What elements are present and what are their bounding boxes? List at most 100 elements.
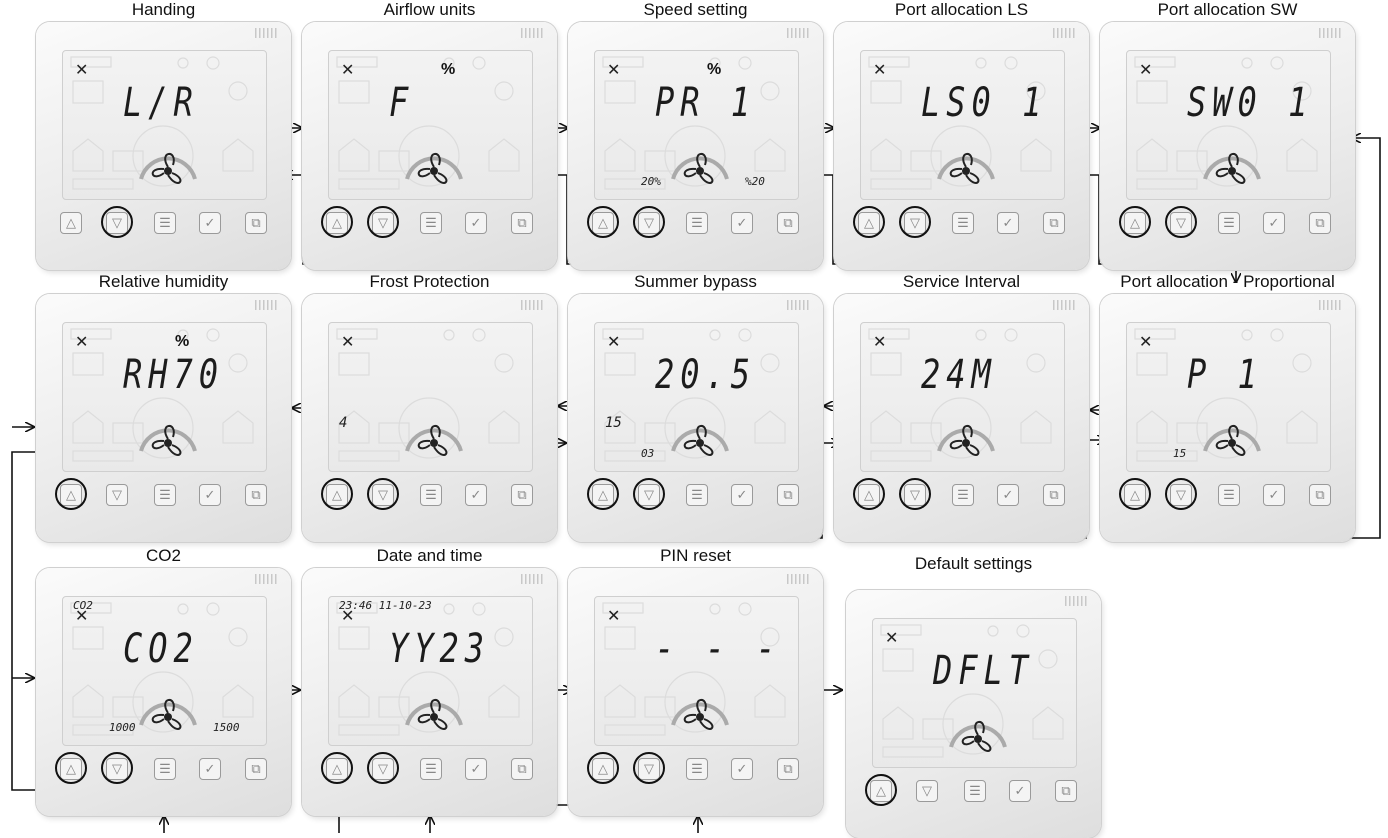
fan-button[interactable]: ⧉ (777, 484, 799, 506)
fan-icon (1203, 425, 1261, 456)
lcd-ghost-segments (70, 56, 254, 190)
main-readout: F (389, 78, 415, 126)
up-button[interactable]: △ (60, 212, 82, 234)
ok-button[interactable]: ✓ (465, 758, 487, 780)
fan-button[interactable]: ⧉ (1043, 484, 1065, 506)
menu-button[interactable]: ☰ (952, 484, 974, 506)
ok-button[interactable]: ✓ (1263, 212, 1285, 234)
menu-button[interactable]: ☰ (154, 484, 176, 506)
tools-icon: ✕ (341, 608, 355, 625)
button-row: △▽☰✓⧉ (568, 750, 823, 790)
fan-button[interactable]: ⧉ (245, 212, 267, 234)
ok-button[interactable]: ✓ (731, 484, 753, 506)
fan-button[interactable]: ⧉ (1055, 780, 1077, 802)
fan-button[interactable]: ⧉ (1309, 484, 1331, 506)
ok-button[interactable]: ✓ (997, 212, 1019, 234)
menu-button[interactable]: ☰ (964, 780, 986, 802)
menu-button[interactable]: ☰ (420, 484, 442, 506)
main-readout: P 1 (1187, 350, 1263, 398)
menu-button[interactable]: ☰ (686, 212, 708, 234)
vent-stripes (1053, 300, 1075, 310)
menu-button[interactable]: ☰ (1218, 484, 1240, 506)
fan-icon (139, 425, 197, 456)
controller-panel: ✕ SW0 1 △▽☰✓⧉ (1100, 22, 1355, 270)
highlight-ring (1165, 206, 1197, 238)
main-readout: SW0 1 (1187, 78, 1314, 126)
fan-button[interactable]: ⧉ (1043, 212, 1065, 234)
fan-button[interactable]: ⧉ (511, 758, 533, 780)
tools-icon: ✕ (75, 608, 89, 625)
ok-button[interactable]: ✓ (465, 212, 487, 234)
lcd-ghost-segments (336, 602, 520, 736)
main-readout: - - - - (655, 624, 798, 672)
ok-button[interactable]: ✓ (1263, 484, 1285, 506)
menu-button[interactable]: ☰ (420, 758, 442, 780)
side-value: 4 (339, 415, 348, 431)
fan-button[interactable]: ⧉ (511, 212, 533, 234)
screen-title: Default settings (914, 554, 1033, 573)
lcd-ghost-segments (602, 56, 786, 190)
screen-title: Speed setting (643, 0, 748, 19)
fan-icon (139, 699, 197, 730)
main-readout: RH70 (123, 350, 225, 398)
lcd-display: ✕ LS0 1 (860, 50, 1065, 200)
controller-panel: ✕ 24M △▽☰✓⧉ (834, 294, 1089, 542)
highlight-ring (587, 478, 619, 510)
fan-icon (937, 425, 995, 456)
ok-button[interactable]: ✓ (465, 484, 487, 506)
vent-stripes (1319, 28, 1341, 38)
ok-button[interactable]: ✓ (997, 484, 1019, 506)
fan-icon (405, 153, 463, 184)
main-readout: YY23 (389, 624, 491, 672)
lcd-ghost-segments (336, 328, 520, 462)
menu-button[interactable]: ☰ (686, 758, 708, 780)
menu-button[interactable]: ☰ (952, 212, 974, 234)
lcd-display: ✕ SW0 1 (1126, 50, 1331, 200)
ok-button[interactable]: ✓ (199, 758, 221, 780)
controller-panel: ✕ P 1 15 △▽☰✓⧉ (1100, 294, 1355, 542)
menu-button[interactable]: ☰ (154, 212, 176, 234)
fan-button[interactable]: ⧉ (777, 758, 799, 780)
ok-button[interactable]: ✓ (731, 758, 753, 780)
lcd-display: ✕ - - - - (594, 596, 799, 746)
ok-button[interactable]: ✓ (199, 212, 221, 234)
vent-stripes (255, 300, 277, 310)
vent-stripes (787, 574, 809, 584)
fan-button[interactable]: ⧉ (245, 484, 267, 506)
status-text: 23:46 11-10-23 (339, 599, 432, 612)
lcd-ghost-segments (70, 328, 254, 462)
menu-button[interactable]: ☰ (420, 212, 442, 234)
screen-title: Port allocation SW (1157, 0, 1298, 19)
fan-button[interactable]: ⧉ (777, 212, 799, 234)
menu-button[interactable]: ☰ (1218, 212, 1240, 234)
highlight-ring (55, 478, 87, 510)
down-button[interactable]: ▽ (916, 780, 938, 802)
menu-button[interactable]: ☰ (686, 484, 708, 506)
screen-title: Relative humidity (98, 272, 229, 291)
controller-panel: ✕ CO2 1000 1500 CO2 △▽☰✓⧉ (36, 568, 291, 816)
button-row: △▽☰✓⧉ (36, 204, 291, 244)
ok-button[interactable]: ✓ (199, 484, 221, 506)
highlight-ring (367, 478, 399, 510)
button-row: △▽☰✓⧉ (302, 750, 557, 790)
highlight-ring (865, 774, 897, 806)
tools-icon: ✕ (873, 62, 887, 79)
menu-button[interactable]: ☰ (154, 758, 176, 780)
fan-icon (671, 425, 729, 456)
fan-button[interactable]: ⧉ (511, 484, 533, 506)
lcd-display: ✕ YY23 23:46 11-10-23 (328, 596, 533, 746)
controller-panel: ✕ PR 1 % 20% %20 △▽☰✓⧉ (568, 22, 823, 270)
highlight-ring (633, 752, 665, 784)
ok-button[interactable]: ✓ (731, 212, 753, 234)
lcd-ghost-segments (880, 624, 1064, 758)
controller-panel: ✕ 20.5 03 15 △▽☰✓⧉ (568, 294, 823, 542)
vent-stripes (787, 300, 809, 310)
fan-icon (671, 153, 729, 184)
controller-panel: ✕ RH70 % △▽☰✓⧉ (36, 294, 291, 542)
fan-button[interactable]: ⧉ (1309, 212, 1331, 234)
down-button[interactable]: ▽ (106, 484, 128, 506)
lcd-display: ✕ 24M (860, 322, 1065, 472)
ok-button[interactable]: ✓ (1009, 780, 1031, 802)
fan-button[interactable]: ⧉ (245, 758, 267, 780)
vent-stripes (521, 300, 543, 310)
